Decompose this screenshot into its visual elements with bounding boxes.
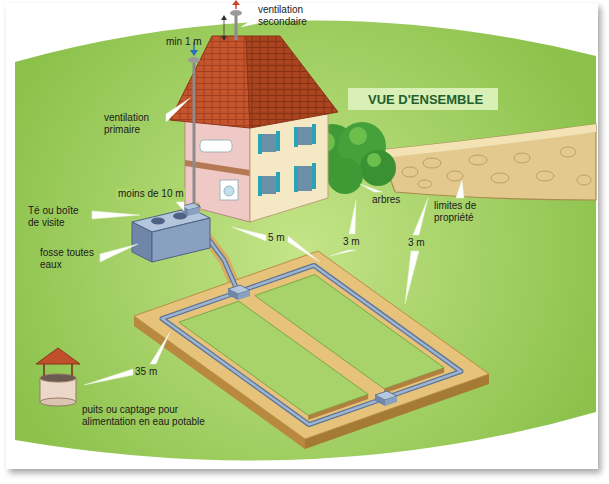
dimension-label: min 1 m <box>166 36 202 48</box>
callout-label: ventilation primaire <box>104 112 164 136</box>
dimension-label: 35 m <box>135 366 157 378</box>
frame <box>6 3 598 469</box>
callout-pointers <box>84 15 464 385</box>
callout-label: Té ou boîte de visite <box>28 205 90 229</box>
callout-label: fosse toutes eaux <box>40 247 98 271</box>
stone-wall <box>380 124 596 200</box>
title-band <box>348 88 498 110</box>
well <box>36 348 80 406</box>
dimension-label: 5 m <box>268 232 285 244</box>
dimension-label: 3 m <box>343 236 360 248</box>
dimension-label: moins de 10 m <box>116 188 186 200</box>
diagram-title: VUE D'ENSEMBLE <box>368 92 483 107</box>
callout-label: limites de propriété <box>434 200 498 224</box>
callout-label: arbres <box>372 194 400 206</box>
dimension-label: 3 m <box>408 237 425 249</box>
callout-label: ventilation secondaire <box>258 4 318 28</box>
vent-arrows <box>190 0 240 56</box>
callout-label: puits ou captage pour alimentation en ea… <box>82 404 230 428</box>
distribution-boxes <box>228 285 397 406</box>
lawn <box>15 20 596 460</box>
septic-tank <box>132 203 210 262</box>
